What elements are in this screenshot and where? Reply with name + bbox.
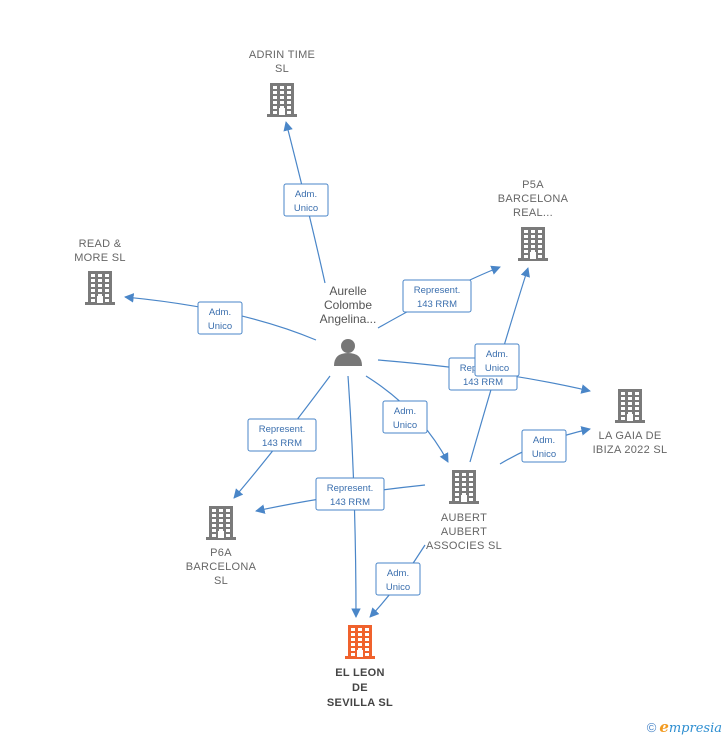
company-label-lagaia-line: IBIZA 2022 SL xyxy=(593,444,668,456)
edge-label-box xyxy=(521,429,567,463)
edge-label-text: Unico xyxy=(294,203,318,214)
edge-label-text: Adm. xyxy=(295,189,317,200)
edge-label-e-aubert-lagaia[interactable]: Adm. Unico xyxy=(521,429,567,463)
company-label-lagaia: LA GAIA DE IBIZA 2022 SL xyxy=(593,430,668,456)
edge-label-text: Adm. xyxy=(486,349,508,360)
person-name-line: Colombe xyxy=(324,298,372,312)
company-label-aubert-line: AUBERT xyxy=(441,526,487,538)
person-name-line: Angelina... xyxy=(320,312,377,326)
building-icon-p5a[interactable] xyxy=(518,227,548,261)
building-icon-read[interactable] xyxy=(85,271,115,305)
edge-label-box xyxy=(375,562,421,596)
company-label-p6a-line: BARCELONA xyxy=(186,561,257,573)
company-label-read-line: READ & xyxy=(79,238,122,250)
edge-label-box xyxy=(247,418,317,452)
edge-label-box xyxy=(197,301,243,335)
company-label-aubert-line: AUBERT xyxy=(441,512,487,524)
building-icon-aubert[interactable] xyxy=(449,470,479,504)
edge-label-box xyxy=(283,183,329,217)
footer-brand: © empresia xyxy=(647,718,722,736)
company-label-aubert-line: ASSOCIES SL xyxy=(426,540,502,552)
edge-label-text: Adm. xyxy=(387,568,409,579)
company-label-adrin-line: ADRIN TIME xyxy=(249,49,315,61)
edge-label-e-p6a[interactable]: Represent. 143 RRM xyxy=(247,418,317,452)
building-icon-leon[interactable] xyxy=(345,625,375,659)
company-label-p6a-line: P6A xyxy=(210,547,232,559)
company-label-p5a-line: REAL... xyxy=(513,207,553,219)
edge-label-text: 143 RRM xyxy=(330,497,370,508)
edge-label-e-aubert-p5a[interactable]: Adm. Unico xyxy=(474,343,520,377)
edge-label-e-aubert-leon[interactable]: Adm. Unico xyxy=(375,562,421,596)
company-label-adrin-line: SL xyxy=(275,63,289,75)
person-name: AurelleColombeAngelina... xyxy=(320,284,377,326)
person-icon[interactable] xyxy=(334,339,362,366)
edge-label-text: 143 RRM xyxy=(417,299,457,310)
company-label-lagaia-line: LA GAIA DE xyxy=(599,430,662,442)
edge-label-e-aubert-p6a[interactable]: Represent. 143 RRM xyxy=(315,477,385,511)
building-icon-adrin[interactable] xyxy=(267,83,297,117)
edge-label-text: 143 RRM xyxy=(262,438,302,449)
edge-label-box xyxy=(382,400,428,434)
edge-label-text: 143 RRM xyxy=(463,377,503,388)
company-label-leon-line: DE xyxy=(352,682,368,694)
edge-label-box xyxy=(474,343,520,377)
edge-label-e-aubert[interactable]: Adm. Unico xyxy=(382,400,428,434)
company-label-p6a: P6A BARCELONA SL xyxy=(186,547,257,587)
edge-label-text: Unico xyxy=(532,449,556,460)
company-label-leon-line: EL LEON xyxy=(335,667,385,679)
company-label-adrin: ADRIN TIME SL xyxy=(249,49,315,75)
edge-label-text: Adm. xyxy=(209,307,231,318)
building-icon-lagaia[interactable] xyxy=(615,389,645,423)
edge-label-text: Unico xyxy=(386,582,410,593)
company-label-leon: EL LEON DE SEVILLA SL xyxy=(327,667,393,709)
edge-label-text: Unico xyxy=(485,363,509,374)
company-label-p5a-line: P5A xyxy=(522,179,544,191)
edge-label-text: Represent. xyxy=(259,424,305,435)
edge-label-text: Represent. xyxy=(327,483,373,494)
copyright-symbol: © xyxy=(646,719,657,735)
building-icon-p6a[interactable] xyxy=(206,506,236,540)
empresia-logo[interactable]: empresia xyxy=(659,718,722,736)
company-label-read-line: MORE SL xyxy=(74,252,126,264)
company-label-aubert: AUBERT AUBERT ASSOCIES SL xyxy=(426,512,502,552)
edge-label-box xyxy=(402,279,472,313)
edge-label-text: Adm. xyxy=(394,406,416,417)
company-label-read: READ & MORE SL xyxy=(74,238,126,264)
company-label-p6a-line: SL xyxy=(214,575,228,587)
edge-label-text: Unico xyxy=(208,321,232,332)
edge-label-e-read[interactable]: Adm. Unico xyxy=(197,301,243,335)
edge-label-box xyxy=(315,477,385,511)
edge-label-e-adrin[interactable]: Adm. Unico xyxy=(283,183,329,217)
company-label-p5a: P5A BARCELONA REAL... xyxy=(498,179,569,219)
edge-label-text: Represent. xyxy=(414,285,460,296)
person-name-line: Aurelle xyxy=(329,284,367,298)
company-label-p5a-line: BARCELONA xyxy=(498,193,569,205)
edge-label-e-p5a[interactable]: Represent. 143 RRM xyxy=(402,279,472,313)
edge-label-text: Unico xyxy=(393,420,417,431)
company-label-leon-line: SEVILLA SL xyxy=(327,697,393,709)
edge-label-text: Adm. xyxy=(533,435,555,446)
